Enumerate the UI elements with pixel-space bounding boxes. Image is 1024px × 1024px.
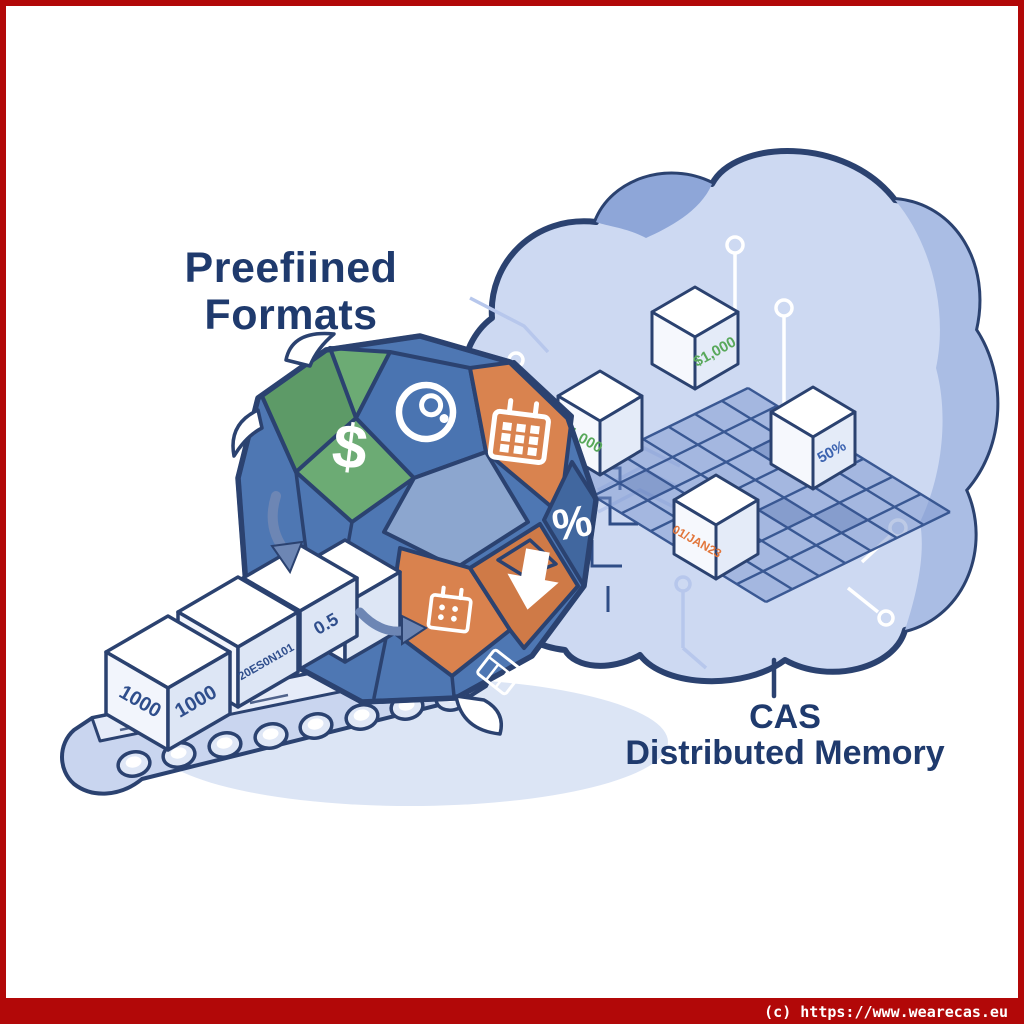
curved-arrow-2-head-icon [401, 614, 428, 646]
calendar-icon [487, 398, 551, 466]
curved-arrow-head-icon [270, 540, 304, 575]
memory-label-line-1: CAS [749, 698, 821, 736]
dollar-icon: $ [328, 411, 371, 484]
calendar-icon-2 [426, 585, 473, 634]
memory-cube-2: $1,000 [650, 285, 740, 391]
memory-label-line-2: Distributed Memory [625, 734, 944, 772]
calendar-outline-icon [476, 648, 524, 696]
spike-top-icon [284, 331, 336, 368]
cloud: $1,000 $1,000 50% 01/JAN23 [456, 148, 1000, 685]
format-box-1: 1000 1000 [104, 614, 232, 752]
title-line-1: Preefiined [185, 244, 398, 292]
rotation-spikes [231, 331, 503, 736]
copyright: (c) https://www.wearecas.eu [764, 1003, 1008, 1021]
memory-cube-3: 50% [769, 385, 857, 491]
spike-left-icon [231, 408, 264, 458]
spike-bottom-icon [454, 694, 503, 736]
title-line-2: Formats [204, 291, 377, 339]
format-boxes: 0.5 20ES0N101 1000 1000 [104, 538, 402, 752]
facet-center [382, 450, 530, 570]
funnel-outline-icon [496, 538, 558, 578]
down-arrow-icon [507, 548, 559, 610]
percent-icon: % [549, 496, 596, 551]
cloud-dark-lobe [596, 174, 712, 238]
flow-arrows [267, 491, 428, 646]
memory-cube-4: 01/JAN23 [670, 473, 760, 581]
cloud-callout: CAS Distributed Memory [625, 657, 945, 772]
title: Preefiined Formats [185, 244, 398, 339]
gauge-icon [395, 381, 457, 443]
